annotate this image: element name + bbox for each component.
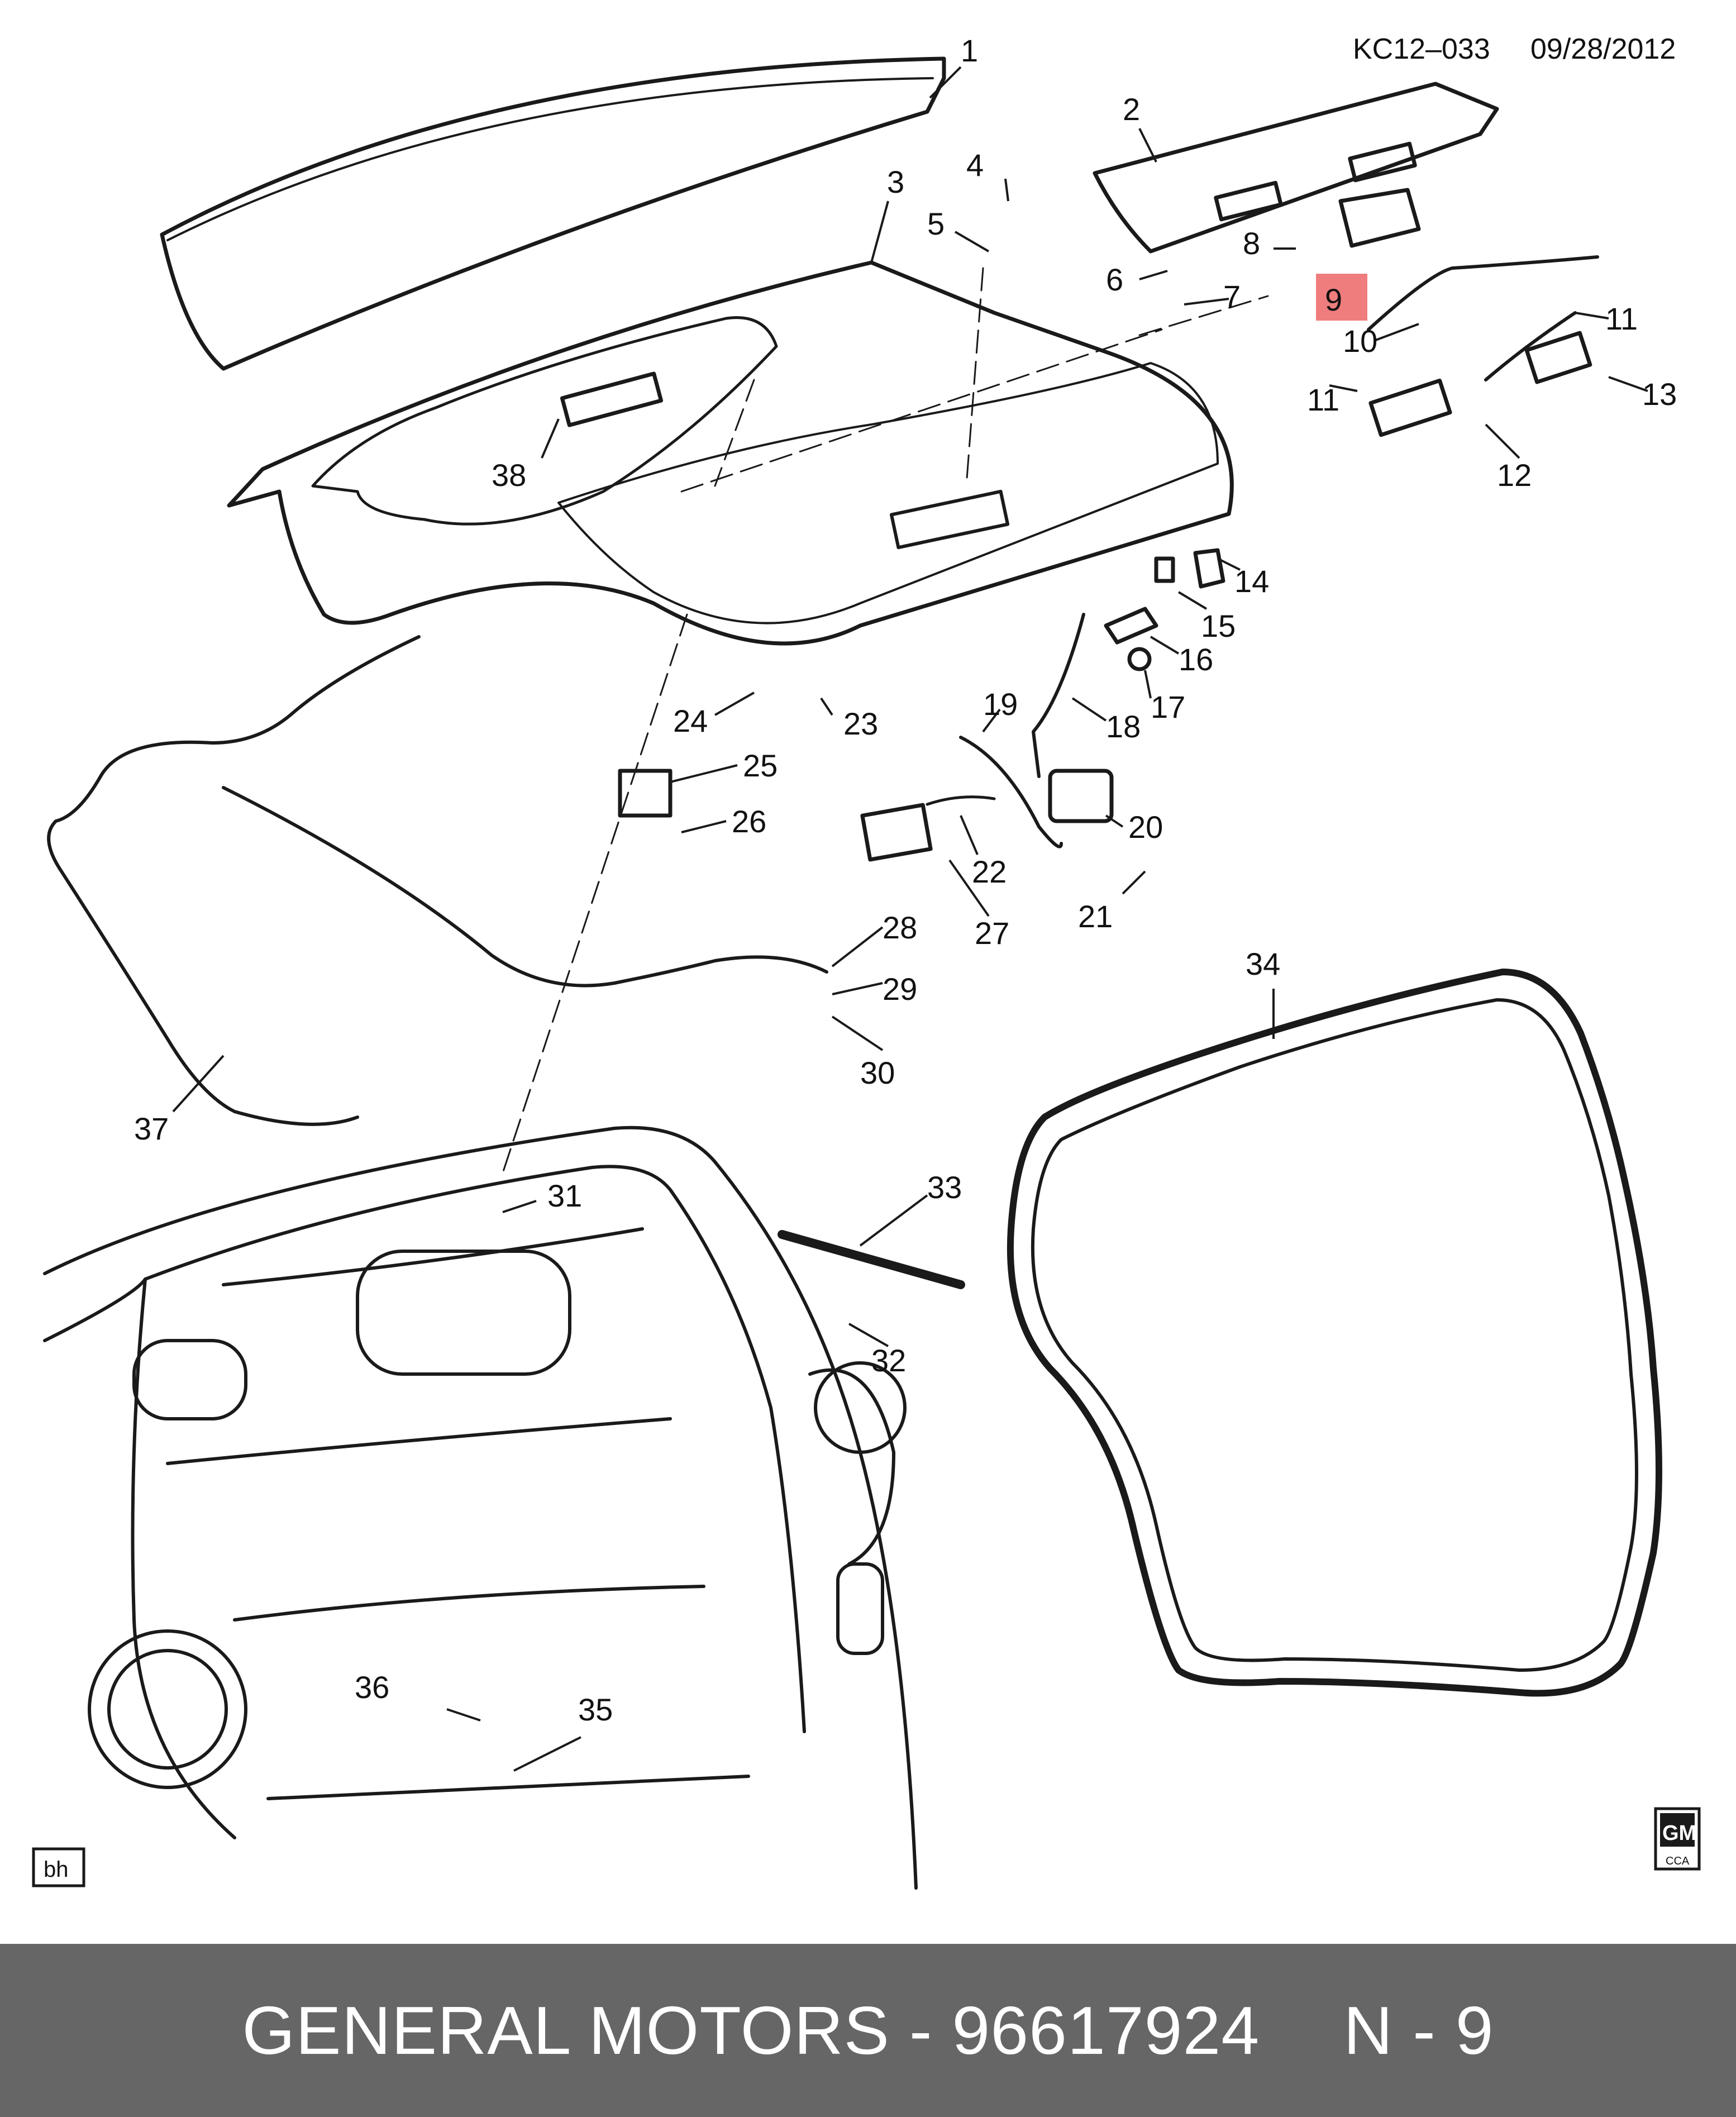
part-label-36: 36 [355,1670,389,1705]
part-label-1: 1 [961,33,978,68]
part-label-7: 7 [1223,279,1241,314]
part-label-32: 32 [871,1343,906,1378]
footer-brand-part: GENERAL MOTORS - 96617924 [242,1992,1260,2068]
part-label-6: 6 [1106,262,1123,297]
part-label-17: 17 [1151,689,1185,724]
footer-position: N - 9 [1343,1992,1494,2068]
corner-tag: bh [44,1857,69,1882]
part-1-spoiler [160,56,946,371]
part-38-handle [560,371,664,427]
part-label-16: 16 [1179,642,1213,677]
part-label-14: 14 [1234,564,1269,599]
part-label-13: 13 [1642,376,1677,412]
part-34-seal [1007,969,1662,1697]
svg-text:GM: GM [1662,1822,1696,1845]
part-label-9: 9 [1325,282,1342,317]
part-label-33: 33 [927,1170,962,1205]
part-label-5: 5 [927,206,945,241]
part-16-latch [1104,607,1158,645]
part-18-rod [1032,613,1085,778]
svg-text:CCA: CCA [1666,1855,1690,1867]
part-12-lamp-right [1524,331,1592,384]
part-label-11-left: 11 [1307,382,1339,417]
highlight-part-9 [1316,274,1367,321]
part-label-12: 12 [1497,457,1532,493]
part-label-26: 26 [732,804,766,839]
part-27-actuator [860,803,933,862]
part-label-20: 20 [1128,809,1163,845]
gm-logo: GM CCA [1654,1807,1701,1871]
exploded-parts-diagram: 1 2 3 4 5 6 7 8 9 10 11 11 12 13 14 15 1… [32,33,1701,1890]
part-label-31: 31 [547,1178,582,1213]
diagram-date: 09/28/2012 [1530,33,1676,65]
footer-bar: GENERAL MOTORS - 96617924 N - 9 [0,1944,1736,2117]
part-label-2: 2 [1123,92,1140,127]
part-2-trim-panel [1093,82,1499,254]
part-3-liftgate [227,260,1234,646]
diagram-reference: KC12–033 [1353,33,1490,65]
part-label-15: 15 [1201,608,1236,643]
part-label-24: 24 [673,703,708,738]
part-label-18: 18 [1106,709,1141,744]
part-25-bracket [618,769,673,818]
part-label-25: 25 [743,748,778,783]
part-label-10: 10 [1343,323,1377,359]
part-label-29: 29 [883,971,917,1007]
part-label-23: 23 [843,706,878,741]
part-label-38: 38 [492,457,526,493]
part-label-37: 37 [134,1111,169,1146]
vehicle-rear-body [43,1126,918,1890]
part-label-28: 28 [883,910,917,945]
part-label-4: 4 [966,147,984,183]
part-10-harness [1367,255,1599,331]
part-label-27: 27 [975,916,1009,951]
part-label-11-right: 11 [1605,301,1638,336]
part-label-34: 34 [1246,946,1280,981]
part-label-21: 21 [1078,899,1113,934]
part-label-8: 8 [1243,226,1260,261]
part-label-19: 19 [983,686,1018,722]
part-label-35: 35 [578,1692,613,1727]
part-37-harness [47,635,421,1126]
part-12-lamp-left [1368,378,1452,437]
part-label-30: 30 [860,1055,895,1090]
corner-tag-box [32,1847,85,1887]
part-20-lock [1048,769,1114,823]
part-label-22: 22 [972,854,1007,889]
part-9-lamp [1338,188,1421,248]
part-19-rod [959,736,1063,848]
part-label-3: 3 [887,164,904,199]
